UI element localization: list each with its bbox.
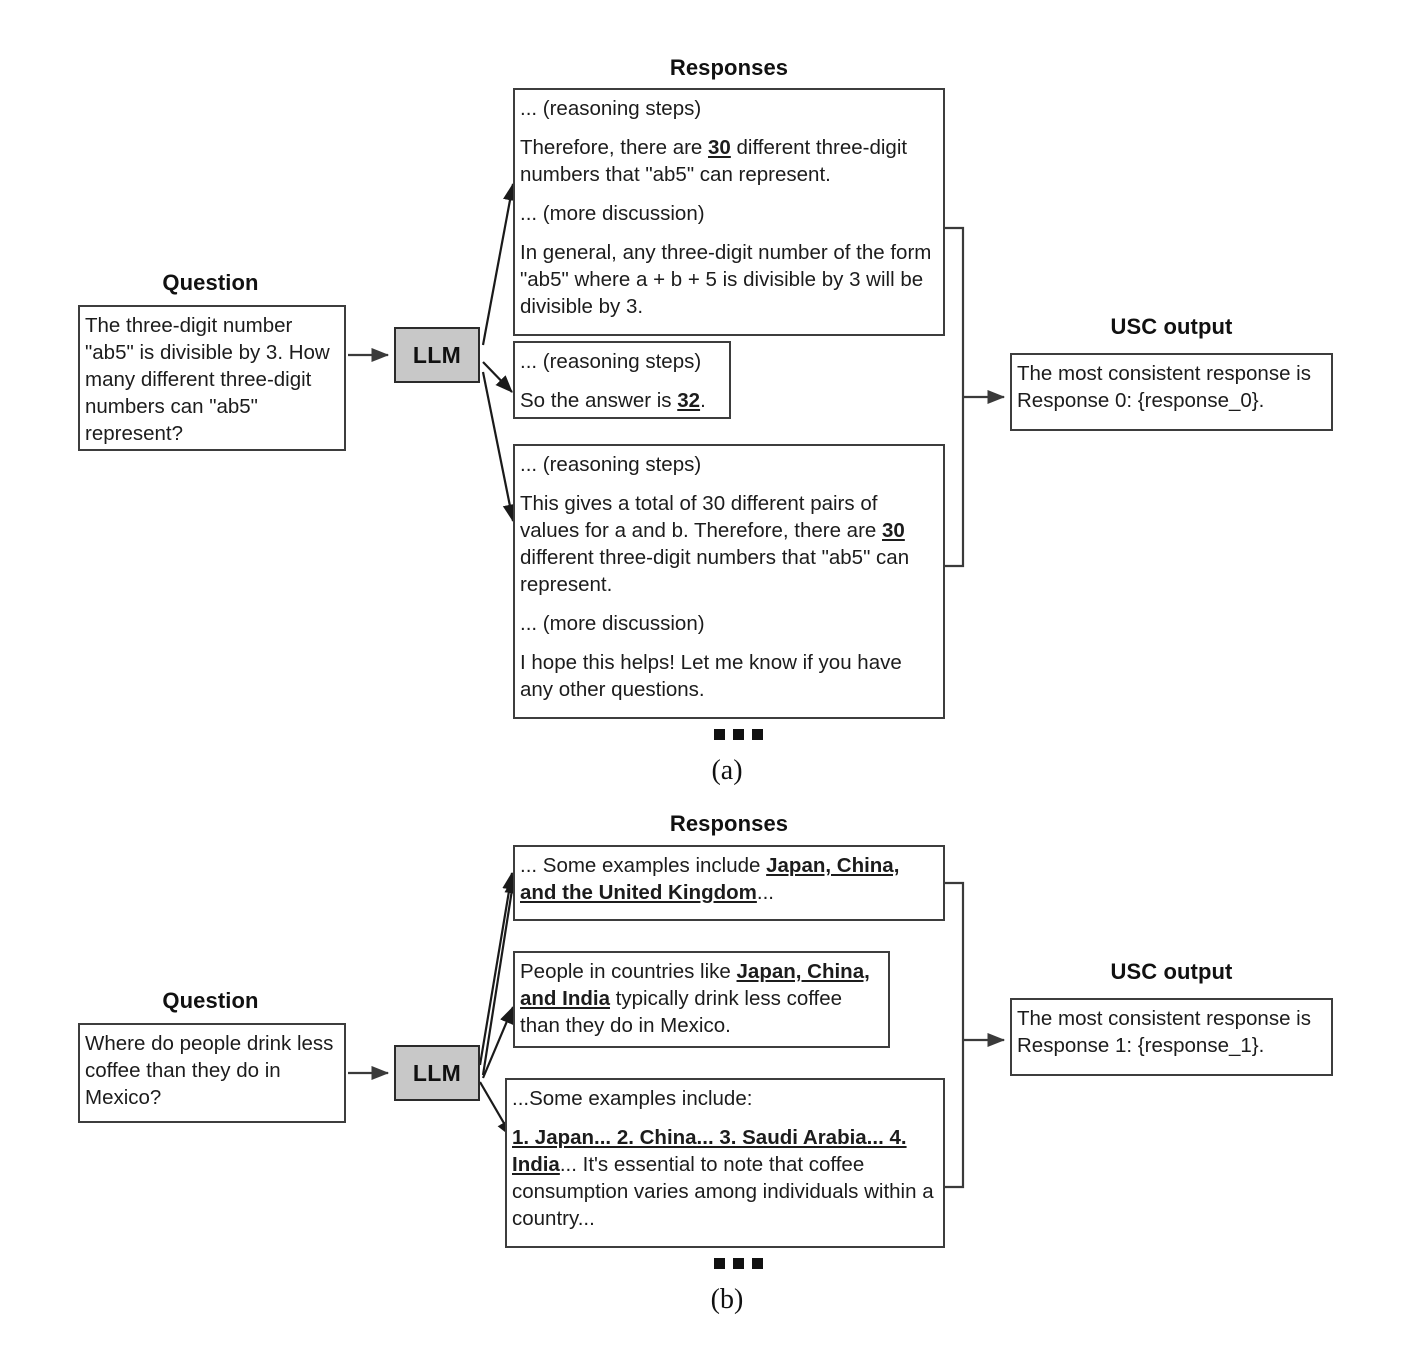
response-line: This gives a total of 30 different pairs… bbox=[520, 492, 910, 597]
highlight-answer: 1. Japan... 2. China... 3. Saudi Arabia.… bbox=[512, 1126, 907, 1177]
panel-b-question-heading: Question bbox=[162, 988, 259, 1013]
panel-a-llm-box: LLM bbox=[394, 327, 480, 383]
panel-b-label: (b) bbox=[710, 1284, 744, 1315]
panel-b-question-box: Where do people drink less coffee than t… bbox=[78, 1023, 346, 1123]
highlight-answer: 32 bbox=[677, 389, 701, 413]
response-line: ... (more discussion) bbox=[520, 612, 705, 636]
dot bbox=[733, 729, 744, 740]
response-line: ... (reasoning steps) bbox=[520, 350, 702, 373]
panel-a: Question The three-digit number "ab5" is… bbox=[78, 55, 1333, 786]
panel-b-more-responses-ellipsis bbox=[714, 1258, 763, 1269]
response-line: 1. Japan... 2. China... 3. Saudi Arabia.… bbox=[512, 1126, 934, 1231]
response-line: ...Some examples include: bbox=[512, 1087, 753, 1110]
panel-b-output-heading: USC output bbox=[1110, 959, 1233, 984]
response-line: ... (reasoning steps) bbox=[520, 97, 702, 120]
panel-a-label: (a) bbox=[711, 755, 743, 786]
panel-a-output-box: The most consistent response is Response… bbox=[1010, 353, 1333, 431]
dot bbox=[733, 1258, 744, 1269]
response-line: ... Some examples include Japan, China, … bbox=[520, 854, 900, 905]
panel-a-response-2: ... (reasoning steps) This gives a total… bbox=[513, 444, 945, 719]
dot bbox=[752, 1258, 763, 1269]
panel-b-llm-label: LLM bbox=[412, 1059, 462, 1086]
dot bbox=[714, 1258, 725, 1269]
response-line: ... (reasoning steps) bbox=[520, 453, 702, 476]
panel-b-response-2: ...Some examples include: 1. Japan... 2.… bbox=[505, 1078, 945, 1248]
dot bbox=[752, 729, 763, 740]
panel-a-llm-label: LLM bbox=[412, 341, 462, 368]
panel-a-response-0: ... (reasoning steps) Therefore, there a… bbox=[513, 88, 945, 336]
highlight-answer: Japan, China, and the United Kingdom bbox=[520, 854, 900, 905]
panel-b-llm-box: LLM bbox=[394, 1045, 480, 1101]
panel-b-question-text: Where do people drink less coffee than t… bbox=[85, 1032, 334, 1110]
panel-a-question-box: The three-digit number "ab5" is divisibl… bbox=[78, 305, 346, 451]
highlight-answer: Japan, China, and India bbox=[520, 960, 870, 1011]
panel-a-responses-heading: Responses bbox=[669, 55, 789, 80]
panel-a-output-heading: USC output bbox=[1110, 314, 1233, 339]
response-line: ... (more discussion) bbox=[520, 202, 705, 226]
panel-b: Question Where do people drink less coff… bbox=[0, 0, 1422, 1315]
response-line: In general, any three-digit number of th… bbox=[520, 241, 932, 319]
response-line: Therefore, there are 30 different three-… bbox=[520, 136, 908, 187]
response-line: I hope this helps! Let me know if you ha… bbox=[520, 651, 902, 702]
highlight-answer: 30 bbox=[882, 519, 905, 543]
response-line: So the answer is 32. bbox=[520, 389, 706, 413]
dot bbox=[714, 729, 725, 740]
panel-b-output-text: The most consistent response is Response… bbox=[1017, 1007, 1311, 1058]
panel-a-question-text: The three-digit number "ab5" is divisibl… bbox=[85, 314, 330, 446]
panel-a-more-responses-ellipsis bbox=[714, 729, 763, 740]
response-line: People in countries like Japan, China, a… bbox=[520, 960, 870, 1038]
panel-b-response-1: People in countries like Japan, China, a… bbox=[513, 951, 890, 1048]
highlight-answer: 30 bbox=[708, 136, 731, 160]
panel-a-response-1: ... (reasoning steps) So the answer is 3… bbox=[513, 341, 731, 419]
panel-b-response-0: ... Some examples include Japan, China, … bbox=[513, 845, 945, 921]
panel-a-output-text: The most consistent response is Response… bbox=[1017, 362, 1311, 413]
panel-a-question-heading: Question bbox=[162, 270, 259, 295]
panel-b-output-box: The most consistent response is Response… bbox=[1010, 998, 1333, 1076]
panel-b-responses-heading: Responses bbox=[669, 811, 789, 836]
